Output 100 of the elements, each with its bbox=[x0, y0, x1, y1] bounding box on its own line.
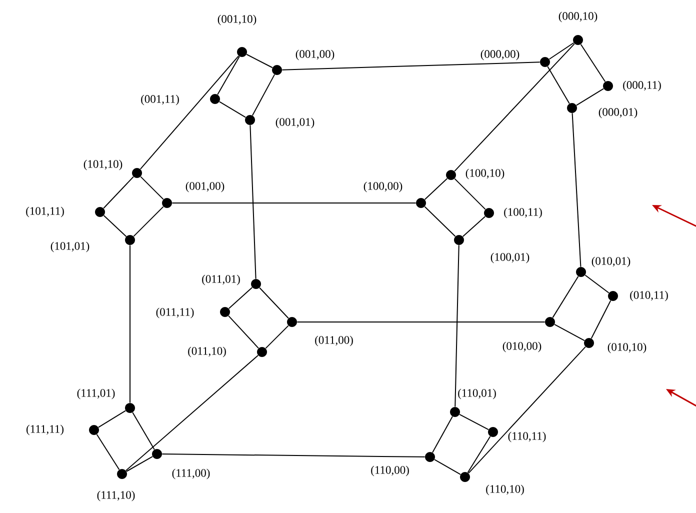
vertex-dot bbox=[450, 407, 460, 417]
vertex-label: (000,00) bbox=[480, 50, 520, 60]
vertex-dot bbox=[162, 198, 172, 208]
vertex-dot bbox=[117, 469, 127, 479]
connecting-line bbox=[282, 62, 540, 70]
vertex-dot bbox=[245, 115, 255, 125]
connecting-line bbox=[133, 206, 164, 237]
vertex-label: (110,11) bbox=[508, 432, 546, 442]
vertex-dot bbox=[608, 291, 618, 301]
vertex-label: (010,00) bbox=[502, 342, 542, 352]
connecting-line bbox=[454, 43, 575, 172]
vertex-label: (111,01) bbox=[77, 388, 115, 400]
vertex-dot bbox=[132, 168, 142, 178]
connecting-line bbox=[547, 66, 570, 104]
vertex-dot bbox=[287, 317, 297, 327]
vertex-label: (100,01) bbox=[490, 252, 530, 264]
vertex-dot bbox=[125, 403, 135, 413]
connecting-line bbox=[554, 324, 585, 342]
vertex-dot bbox=[484, 208, 494, 218]
vertex-dot bbox=[125, 235, 135, 245]
connecting-line bbox=[217, 56, 240, 95]
connecting-line bbox=[246, 54, 273, 68]
connecting-line bbox=[126, 456, 153, 472]
vertex-label: (001,00) bbox=[186, 182, 224, 192]
vertex-label: (010,01) bbox=[592, 256, 630, 268]
connecting-line bbox=[590, 300, 612, 339]
vertex-label: (100,10) bbox=[466, 168, 504, 180]
connecting-line bbox=[103, 176, 134, 209]
vertex-dot bbox=[567, 103, 577, 113]
vertex-dot bbox=[576, 267, 586, 277]
connecting-line bbox=[265, 325, 289, 349]
vertex-dot bbox=[251, 279, 261, 289]
vertex-dot bbox=[454, 235, 464, 245]
connecting-line bbox=[424, 206, 456, 237]
connecting-line bbox=[454, 244, 460, 408]
connecting-line bbox=[548, 42, 574, 60]
vertex-label: (010,11) bbox=[630, 290, 668, 302]
connecting-line bbox=[125, 354, 259, 472]
connecting-line bbox=[98, 410, 126, 428]
connecting-line bbox=[103, 215, 127, 237]
vertex-label: (101,11) bbox=[26, 206, 64, 218]
connecting-line bbox=[140, 55, 240, 170]
connecting-line bbox=[552, 276, 579, 318]
connecting-line bbox=[228, 315, 259, 349]
vertex-dot bbox=[488, 427, 498, 437]
connecting-line bbox=[250, 124, 256, 280]
vertex-label: (111,10) bbox=[97, 490, 135, 502]
connecting-line bbox=[434, 459, 461, 475]
connecting-line bbox=[162, 454, 426, 458]
connecting-line bbox=[580, 44, 606, 82]
connecting-line bbox=[459, 414, 489, 430]
vertex-dot bbox=[89, 425, 99, 435]
vertex-label: (100,00) bbox=[364, 182, 402, 192]
vertex-dot bbox=[237, 47, 247, 57]
vertex-dot bbox=[416, 198, 426, 208]
connecting-line bbox=[424, 178, 448, 200]
vertex-label: (011,00) bbox=[315, 336, 353, 346]
vertex-label: (111,11) bbox=[26, 424, 64, 436]
vertex-dot bbox=[584, 338, 594, 348]
vertex-dot bbox=[220, 307, 230, 317]
vertex-dot bbox=[425, 452, 435, 462]
vertex-label: (011,01) bbox=[202, 274, 240, 286]
connecting-line bbox=[172, 202, 416, 204]
vertex-label: (000,01) bbox=[598, 108, 638, 118]
vertex-label: (101,10) bbox=[84, 160, 122, 170]
vertex-dot bbox=[460, 472, 470, 482]
vertex-label: (011,10) bbox=[188, 346, 226, 358]
vertex-dot bbox=[210, 94, 220, 104]
vertex-label: (001,00) bbox=[296, 50, 334, 60]
connecting-line bbox=[96, 434, 120, 470]
vertex-label: (001,10) bbox=[218, 14, 256, 26]
vertex-label: (110,00) bbox=[371, 466, 409, 476]
connecting-line bbox=[259, 287, 289, 319]
vertex-label: (001,01) bbox=[276, 118, 314, 128]
vertex-label: (110,01) bbox=[458, 388, 496, 400]
connecting-line bbox=[432, 416, 453, 453]
vertex-dot bbox=[540, 57, 550, 67]
connecting-line bbox=[572, 112, 582, 268]
vertex-label: (000,10) bbox=[558, 12, 598, 22]
vertex-dot bbox=[545, 317, 555, 327]
vertex-label: (011,11) bbox=[156, 308, 194, 318]
vertex-dot bbox=[603, 81, 613, 91]
vertex-dot bbox=[152, 449, 162, 459]
connecting-line bbox=[462, 216, 486, 238]
vertex-label: (100,11) bbox=[504, 208, 542, 218]
vertex-label: (010,10) bbox=[608, 342, 646, 354]
vertex-label: (001,11) bbox=[141, 94, 179, 106]
connecting-line bbox=[228, 286, 253, 309]
connecting-line bbox=[252, 74, 276, 116]
connecting-line bbox=[454, 178, 486, 210]
vertex-dot bbox=[257, 347, 267, 357]
connecting-line bbox=[467, 436, 491, 474]
vertex-label: (111,00) bbox=[172, 468, 210, 480]
connecting-line bbox=[132, 412, 155, 450]
connecting-line bbox=[584, 274, 610, 294]
connecting-line bbox=[140, 176, 164, 200]
vertex-label: (110,10) bbox=[486, 484, 524, 496]
vertex-dot bbox=[95, 207, 105, 217]
vertex-dot bbox=[446, 170, 456, 180]
vertex-label: (101,01) bbox=[50, 242, 90, 252]
